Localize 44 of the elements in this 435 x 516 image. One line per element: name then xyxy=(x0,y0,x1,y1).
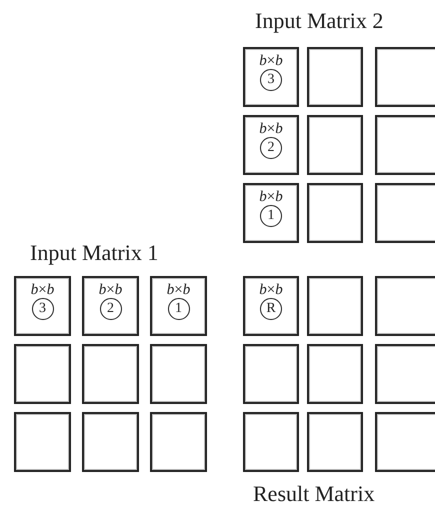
matrix-title: Input Matrix 2 xyxy=(255,8,384,34)
matrix-block xyxy=(150,276,207,336)
matrix-block xyxy=(375,115,435,175)
matrix-block xyxy=(14,344,71,404)
matrix-block xyxy=(243,276,299,336)
matrix-title: Result Matrix xyxy=(253,481,375,507)
matrix-block xyxy=(82,412,139,472)
block-size-label: b×b xyxy=(259,121,283,137)
block-size-label: b×b xyxy=(166,282,190,298)
circled-number: 1 xyxy=(168,298,190,320)
matrix-block xyxy=(375,412,435,472)
block-size-label: b×b xyxy=(30,282,54,298)
matrix-block xyxy=(14,276,71,336)
matrix-block xyxy=(243,47,299,107)
circled-number: 1 xyxy=(260,205,282,227)
circled-number: R xyxy=(260,298,282,320)
circled-number: 2 xyxy=(100,298,122,320)
matrix-block xyxy=(307,115,363,175)
block-size-label: b×b xyxy=(98,282,122,298)
circled-number: 3 xyxy=(260,69,282,91)
matrix-block xyxy=(375,276,435,336)
matrix-block xyxy=(307,344,363,404)
circled-number: 2 xyxy=(260,137,282,159)
matrix-block xyxy=(375,344,435,404)
matrix-block xyxy=(82,276,139,336)
matrix-block xyxy=(243,183,299,243)
matrix-title: Input Matrix 1 xyxy=(30,240,158,266)
matrix-block xyxy=(150,412,207,472)
block-size-label: b×b xyxy=(259,53,283,69)
matrix-block xyxy=(375,47,435,107)
matrix-block xyxy=(307,412,363,472)
matrix-block xyxy=(243,412,299,472)
block-size-label: b×b xyxy=(259,282,283,298)
matrix-block xyxy=(307,47,363,107)
matrix-block xyxy=(307,183,363,243)
circled-number: 3 xyxy=(32,298,54,320)
matrix-block xyxy=(375,183,435,243)
matrix-block xyxy=(14,412,71,472)
matrix-block xyxy=(150,344,207,404)
block-size-label: b×b xyxy=(259,189,283,205)
matrix-block xyxy=(307,276,363,336)
matrix-block xyxy=(82,344,139,404)
matrix-block xyxy=(243,344,299,404)
matrix-block xyxy=(243,115,299,175)
